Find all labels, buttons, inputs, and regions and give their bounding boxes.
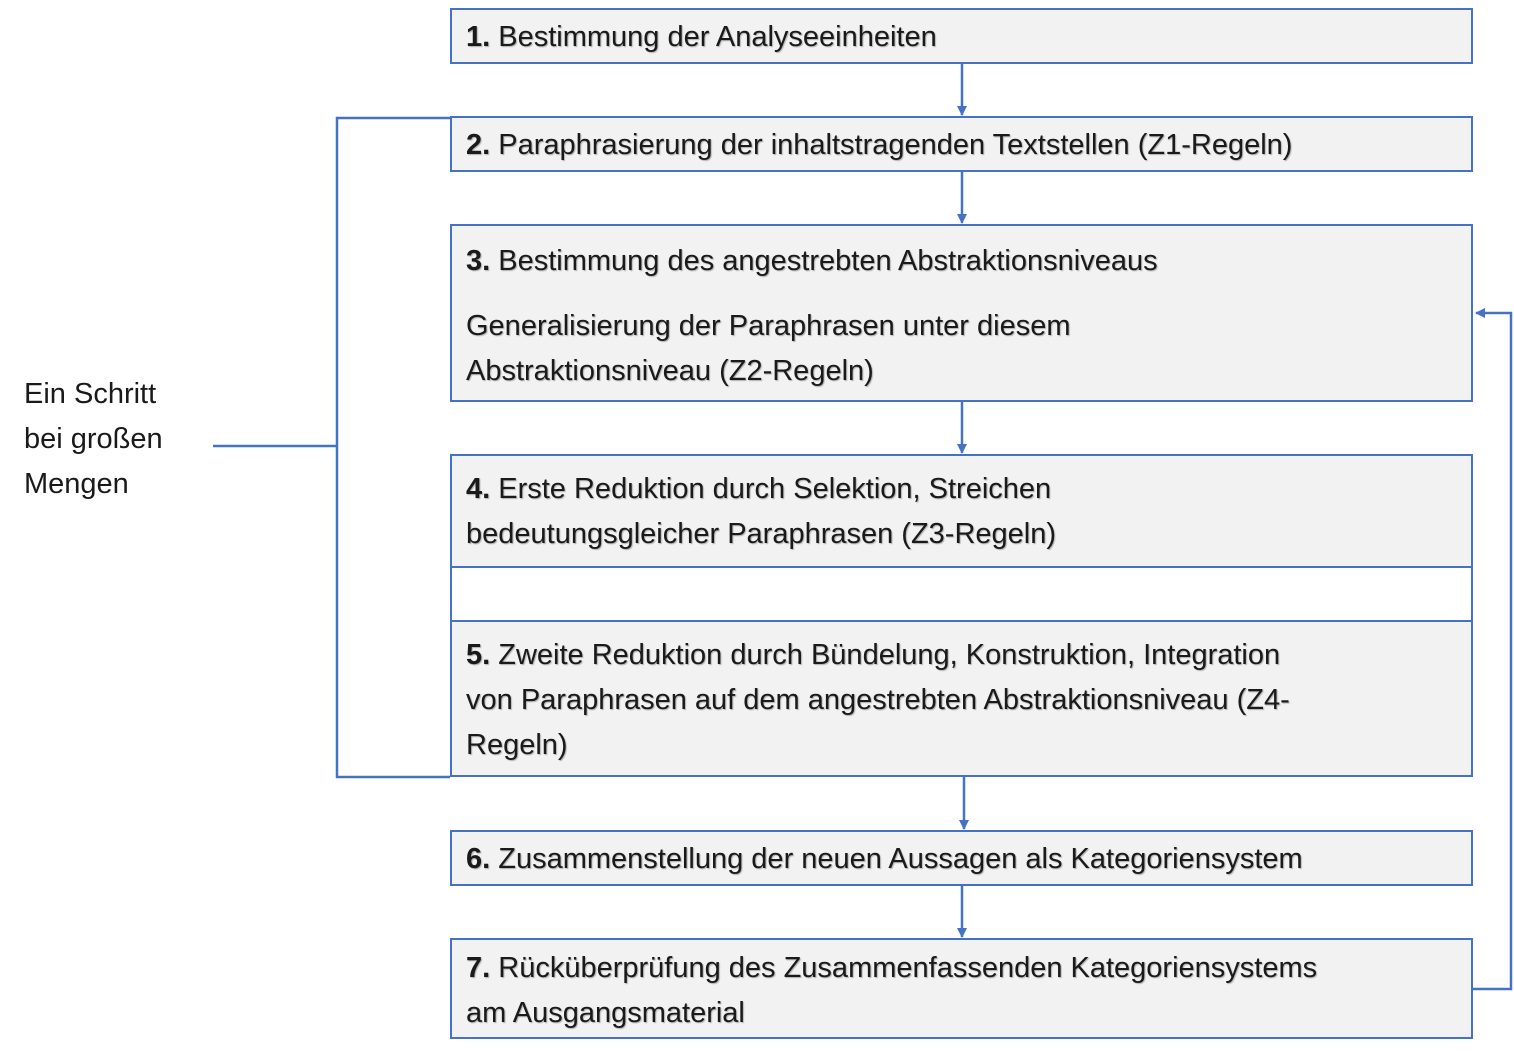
step-number: 1. xyxy=(466,21,491,53)
step-number: 5. xyxy=(466,639,491,671)
step-3-box: 3. Bestimmung des angestrebten Abstrakti… xyxy=(450,224,1473,402)
step-3-detail: Generalisierung der Paraphrasen unter di… xyxy=(466,304,1457,394)
step-4-5-spacer xyxy=(450,566,1473,622)
step-text-line-2: am Ausgangsmaterial xyxy=(466,997,745,1029)
feedback-loop-7-to-3 xyxy=(1473,308,1513,991)
step-text-line-3: Regeln) xyxy=(466,729,568,761)
step-text-line-1: Zweite Reduktion durch Bündelung, Konstr… xyxy=(498,639,1281,671)
step-3-detail-line-1: Generalisierung der Paraphrasen unter di… xyxy=(466,310,1071,342)
step-text-line-1: Rücküberprüfung des Zusammenfassenden Ka… xyxy=(498,952,1318,984)
bracket-steps-2-5 xyxy=(335,116,450,779)
step-number: 7. xyxy=(466,952,491,984)
step-text-line-2: bedeutungsgleicher Paraphrasen (Z3-Regel… xyxy=(466,518,1057,550)
step-5-box: 5. Zweite Reduktion durch Bündelung, Kon… xyxy=(450,620,1473,777)
step-2-box: 2. Paraphrasierung der inhaltstragenden … xyxy=(450,116,1473,172)
step-number: 3. xyxy=(466,245,491,277)
step-6-box: 6. Zusammenstellung der neuen Aussagen a… xyxy=(450,830,1473,886)
step-text: Bestimmung der Analyseeinheiten xyxy=(498,21,937,53)
step-7-box: 7. Rücküberprüfung des Zusammenfassenden… xyxy=(450,938,1473,1039)
step-3-detail-line-2: Abstraktionsniveau (Z2-Regeln) xyxy=(466,355,874,387)
side-label-line-3: Mengen xyxy=(24,468,129,500)
step-text-line-2: von Paraphrasen auf dem angestrebten Abs… xyxy=(466,684,1290,716)
step-text-line-1: Erste Reduktion durch Selektion, Streich… xyxy=(498,473,1052,505)
step-number: 2. xyxy=(466,129,491,161)
step-3-heading: 3. Bestimmung des angestrebten Abstrakti… xyxy=(466,239,1457,284)
step-number: 6. xyxy=(466,843,491,875)
side-label-line-1: Ein Schritt xyxy=(24,378,157,410)
step-text: Bestimmung des angestrebten Abstraktions… xyxy=(498,245,1158,277)
step-number: 4. xyxy=(466,473,491,505)
step-4-box: 4. Erste Reduktion durch Selektion, Stre… xyxy=(450,454,1473,568)
step-text: Zusammenstellung der neuen Aussagen als … xyxy=(498,843,1303,875)
side-label-line-2: bei großen xyxy=(24,423,163,455)
side-label: Ein Schritt bei großen Mengen xyxy=(24,372,163,507)
step-1-box: 1. Bestimmung der Analyseeinheiten xyxy=(450,8,1473,64)
step-text: Paraphrasierung der inhaltstragenden Tex… xyxy=(498,129,1293,161)
